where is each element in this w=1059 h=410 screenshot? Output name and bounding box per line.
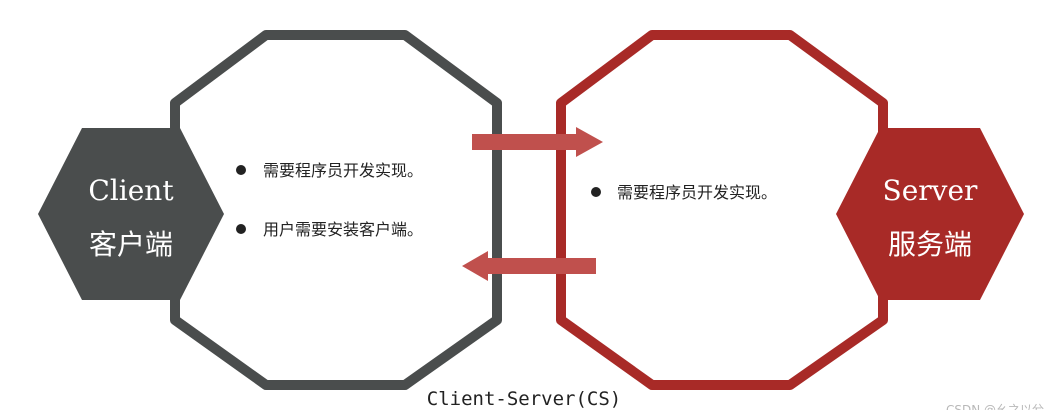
bullet-dot <box>236 165 246 175</box>
server-hexagon-outline <box>556 30 888 390</box>
server-badge-hexagon <box>836 128 1024 300</box>
client-badge-label: 客户端 <box>89 228 173 261</box>
client-bullet-item: 需要程序员开发实现。 <box>263 161 423 180</box>
server-bullet-item: 需要程序员开发实现。 <box>617 183 777 202</box>
server-bullet-list: 需要程序员开发实现。 <box>591 183 777 202</box>
client-bullet-list: 需要程序员开发实现。 用户需要安装客户端。 <box>236 161 423 239</box>
request-arrow <box>472 127 603 157</box>
bullet-dot <box>591 187 601 197</box>
response-arrow <box>462 251 596 281</box>
server-badge-label: 服务端 <box>888 228 972 261</box>
client-bullet-item: 用户需要安装客户端。 <box>263 220 423 239</box>
diagram-caption: Client-Server(CS) <box>427 388 621 410</box>
bullet-dot <box>236 224 246 234</box>
client-badge-hexagon <box>38 128 224 300</box>
watermark: CSDN @幺之以兮 <box>946 402 1044 410</box>
server-badge-name: Server <box>883 174 979 207</box>
client-hexagon-outline <box>170 30 502 390</box>
client-badge-name: Client <box>88 174 174 207</box>
